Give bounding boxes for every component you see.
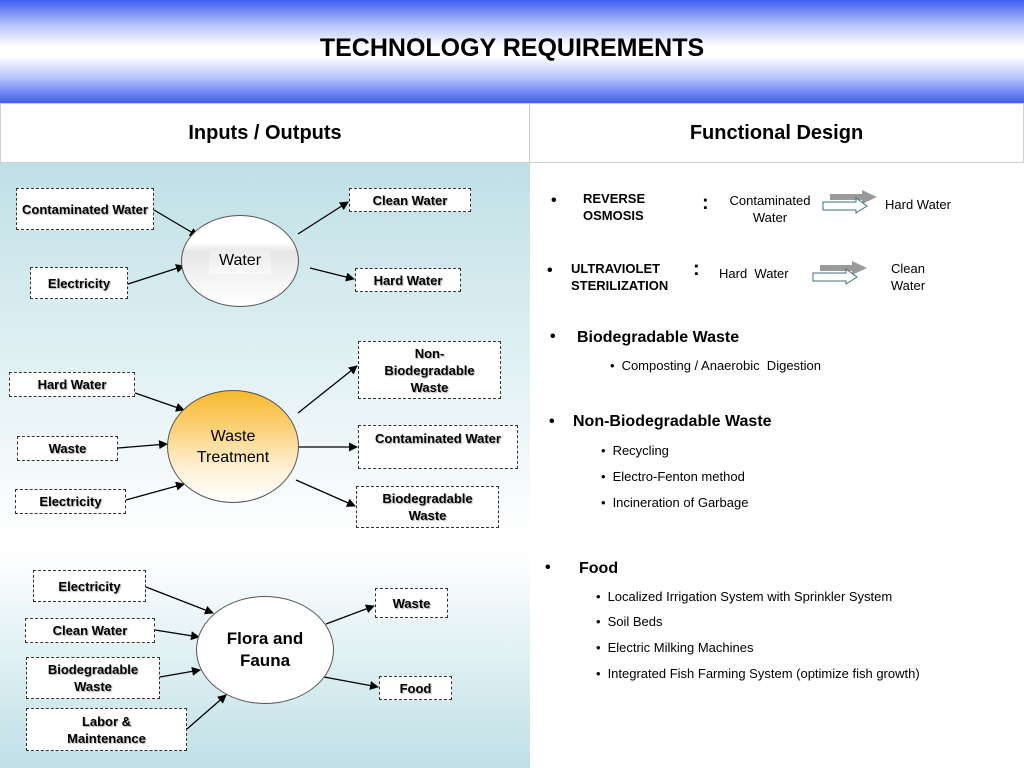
arrow-electricity-to-flora (145, 586, 214, 615)
food-item: Electric Milking Machines (596, 640, 754, 655)
non-biodegradable-item: Electro-Fenton method (601, 469, 745, 484)
food-title: Food (579, 560, 619, 577)
food-item: Localized Irrigation System with Sprinkl… (596, 589, 893, 604)
arrow-bio-to-flora (159, 666, 201, 678)
output-food: Food (379, 676, 452, 700)
arrow-waste-to-bio (295, 479, 356, 507)
non-biodegradable-waste-title: Non-Biodegradable Waste (573, 413, 772, 430)
input-electricity: Electricity (30, 267, 128, 299)
node-flora-and-fauna: Flora and Fauna (196, 596, 334, 704)
input-electricity: Electricity (15, 489, 126, 514)
uv-sterilization-label: ULTRAVIOLET STERILIZATION (571, 261, 669, 293)
non-biodegradable-item: Recycling (601, 443, 669, 458)
functional-design-header: Functional Design (529, 103, 1024, 163)
input-labor-maintenance: Labor & Maintenance (26, 708, 187, 751)
bullet-icon: • (551, 192, 557, 209)
bullet-icon: • (550, 328, 556, 345)
output-waste: Waste (375, 588, 448, 618)
output-biodegradable-waste: Biodegradable Waste (356, 486, 499, 528)
arrow-electricity-to-water (127, 264, 185, 285)
node-water-label: Water (208, 248, 272, 274)
process-arrow-reverse-osmosis (822, 190, 877, 214)
reverse-osmosis-input: Contaminated Water (729, 193, 811, 225)
food-item: Integrated Fish Farming System (optimize… (596, 666, 920, 681)
output-non-biodegradable-waste: Non-Biodegradable Waste (358, 341, 501, 399)
process-arrow-uv (812, 261, 867, 285)
input-contaminated-water: Contaminated Water (16, 188, 154, 230)
output-contaminated-water: Contaminated Water (358, 425, 518, 469)
biodegradable-waste-title: Biodegradable Waste (577, 329, 740, 346)
biodegradable-item: Composting / Anaerobic Digestion (610, 358, 821, 373)
arrow-flora-to-waste (325, 604, 375, 625)
arrow-waste-to-nonbio (297, 365, 358, 414)
output-clean-water: Clean Water (349, 188, 471, 212)
bullet-icon: • (547, 262, 553, 279)
bullet-icon: • (549, 413, 555, 430)
node-waste-treatment: Waste Treatment (167, 390, 299, 503)
input-waste: Waste (17, 436, 118, 461)
arrow-cleanwater-to-flora (154, 629, 200, 641)
input-electricity: Electricity (33, 570, 146, 602)
node-water: Water (181, 215, 299, 307)
uv-output: Clean Water (890, 261, 926, 293)
reverse-osmosis-label: REVERSE OSMOSIS (583, 191, 646, 223)
arrow-water-to-clean (297, 201, 349, 235)
title-bar (0, 0, 1024, 103)
reverse-osmosis-output: Hard Water (885, 197, 951, 212)
slide-title: TECHNOLOGY REQUIREMENTS (319, 34, 705, 62)
input-hard-water: Hard Water (9, 372, 135, 397)
arrow-flora-to-food (323, 676, 379, 690)
arrow-electricity-to-waste (125, 481, 185, 501)
reverse-osmosis-colon: : (702, 192, 709, 214)
arrow-labor-to-flora (186, 694, 227, 730)
arrow-contaminated-to-water (153, 209, 199, 237)
bullet-icon: • (545, 559, 551, 576)
input-clean-water: Clean Water (25, 618, 155, 643)
arrow-water-to-hard (309, 267, 355, 282)
food-item: Soil Beds (596, 614, 663, 629)
input-biodegradable-waste: Biodegradable Waste (26, 657, 160, 699)
uv-input: Hard Water (719, 266, 789, 281)
inputs-outputs-header: Inputs / Outputs (0, 103, 530, 163)
non-biodegradable-item: Incineration of Garbage (601, 495, 749, 510)
uv-colon: : (693, 258, 700, 280)
arrow-waste-to-waste (117, 440, 168, 450)
output-hard-water: Hard Water (355, 268, 461, 292)
